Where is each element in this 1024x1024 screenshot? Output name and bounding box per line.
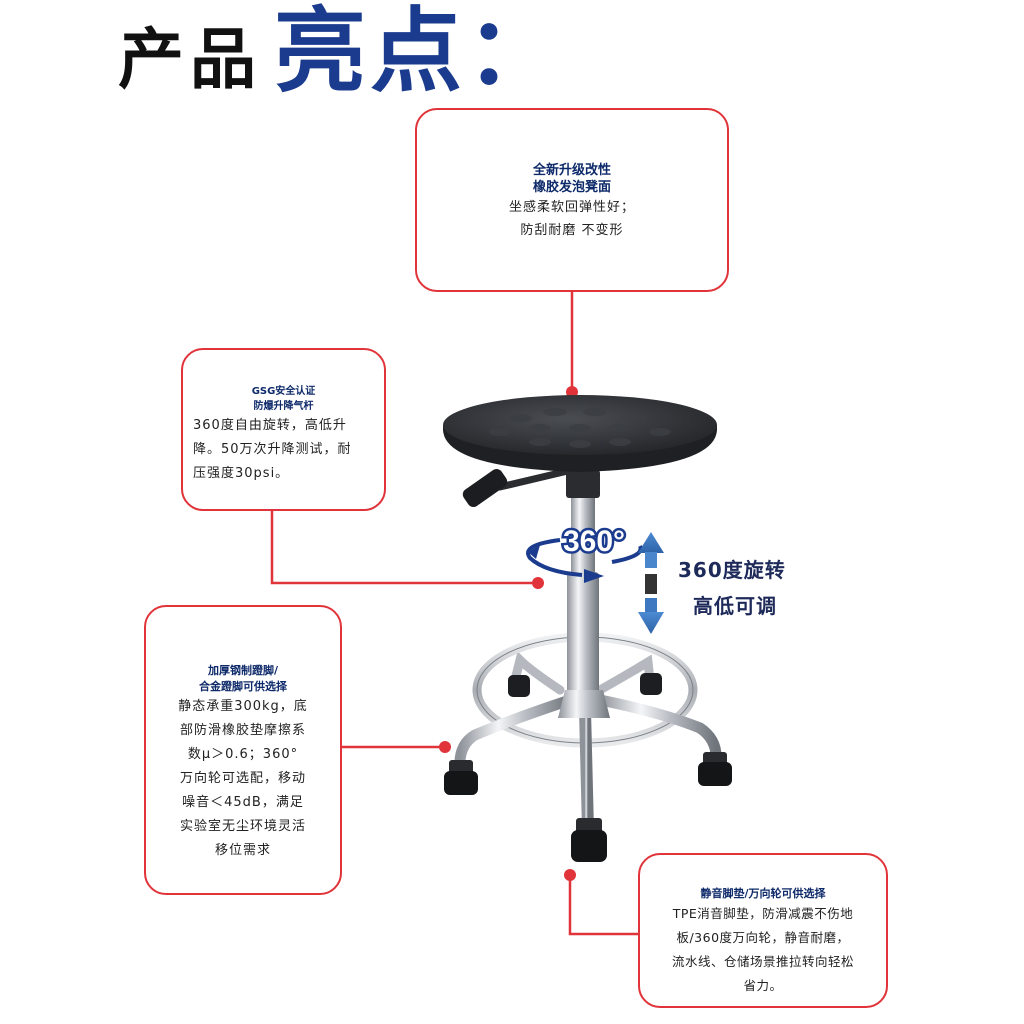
callout-text: 降。50万次升降测试，耐	[193, 442, 352, 457]
callout-text: 防刮耐磨 不变形	[520, 223, 624, 238]
foot-right	[698, 752, 732, 786]
callout-text: 静态承重300kg，底	[178, 699, 308, 714]
height-label: 高低可调	[693, 594, 777, 618]
height-lever	[462, 466, 576, 508]
callout-text: 噪音＜45dB，满足	[182, 795, 304, 810]
callout-gas-lift: GSG安全认证 防爆升降气杆 360度自由旋转，高低升 降。50万次升降测试，耐…	[181, 348, 386, 511]
callout-text: 实验室无尘环境灵活	[179, 819, 306, 834]
height-arrows	[638, 532, 664, 634]
callout-text: 移位需求	[214, 843, 271, 858]
rotation-badge: 360°	[563, 525, 625, 558]
callout-heading: 橡胶发泡凳面	[532, 180, 611, 195]
callout-text: 万向轮可选配，移动	[179, 771, 306, 786]
stool-base	[444, 632, 732, 862]
seat	[443, 395, 717, 472]
connector-gaslift	[270, 511, 537, 585]
callout-feet: 静音脚垫/万向轮可供选择 TPE消音脚垫，防滑减震不伤地 板/360度万向轮，静…	[638, 853, 888, 1008]
callout-heading: 防爆升降气杆	[253, 401, 314, 412]
callout-heading: GSG安全认证	[251, 386, 316, 397]
rotation-label: 360度旋转	[678, 558, 786, 582]
rotation-indicator: 360°	[526, 523, 643, 583]
connector-feet	[568, 875, 638, 936]
callout-heading: 合金蹬脚可供选择	[199, 680, 287, 693]
callout-text: 流水线、仓储场景推拉转向轻松	[671, 954, 854, 969]
callout-text: 坐感柔软回弹性好；	[508, 200, 635, 215]
callout-text: 360度自由旋转，高低升	[193, 418, 347, 433]
callout-heading: 全新升级改性	[532, 163, 611, 178]
title-highlight: 亮点：	[274, 0, 563, 105]
connector-lines	[270, 292, 638, 936]
callout-text: TPE消音脚垫，防滑减震不伤地	[672, 906, 854, 921]
foot-front	[571, 818, 607, 862]
callout-foot-ring: 加厚钢制蹬脚/ 合金蹬脚可供选择 静态承重300kg，底 部防滑橡胶垫摩擦系 数…	[144, 605, 342, 895]
title-prefix: 产品	[118, 20, 262, 98]
page-title: 产品 亮点：	[118, 0, 562, 110]
callout-seat: 全新升级改性 橡胶发泡凳面 坐感柔软回弹性好； 防刮耐磨 不变形	[415, 108, 729, 292]
connector-dots	[439, 386, 578, 881]
callout-text: 压强度30psi。	[193, 466, 290, 481]
callout-text: 部防滑橡胶垫摩擦系	[179, 723, 306, 738]
callout-text: 板/360度万向轮，静音耐磨，	[676, 930, 850, 945]
callout-text: 数μ＞0.6；360°	[187, 747, 299, 762]
gas-lift	[558, 470, 610, 718]
callout-text: 省力。	[743, 978, 783, 993]
callout-heading: 加厚钢制蹬脚/	[207, 664, 279, 677]
callout-heading: 静音脚垫/万向轮可供选择	[700, 887, 826, 900]
foot-left	[444, 760, 478, 795]
